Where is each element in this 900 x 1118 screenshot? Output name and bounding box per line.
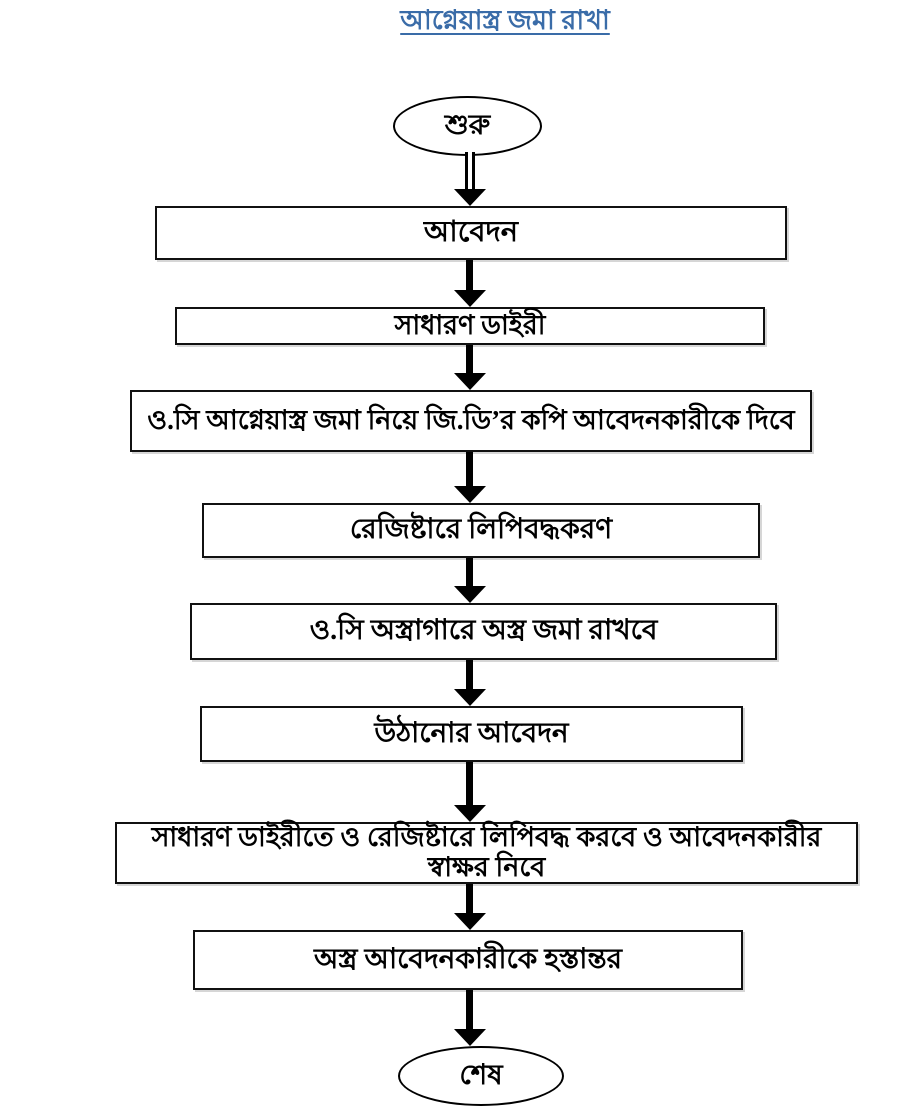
arrow-line <box>466 762 473 806</box>
end-label: শেষ <box>459 1059 503 1091</box>
step-box-register-entry: রেজিষ্টারে লিপিবদ্ধকরণ <box>202 503 760 558</box>
start-label: শুরু <box>444 109 491 141</box>
step-label: অস্ত্র আবেদনকারীকে হস্তান্তর <box>313 943 623 975</box>
step-box-diary-register-signature: সাধারণ ডাইরীতে ও রেজিষ্টারে লিপিবদ্ধ করব… <box>115 822 858 884</box>
arrow-down-head-icon <box>454 486 486 503</box>
step-box-withdrawal-application: উঠানোর আবেদন <box>200 706 743 762</box>
arrow-line <box>466 558 473 587</box>
step-box-application: আবেদন <box>155 206 787 260</box>
step-box-oc-gd-copy: ও.সি আগ্নেয়াস্ত্র জমা নিয়ে জি.ডি’র কপি… <box>130 390 812 452</box>
step-box-general-diary: সাধারণ ডাইরী <box>175 307 765 345</box>
arrow-down-head-icon <box>454 805 486 822</box>
arrow-down-head-icon <box>454 586 486 603</box>
arrow-line <box>466 990 473 1030</box>
step-label: উঠানোর আবেদন <box>374 717 569 749</box>
step-label: সাধারণ ডাইরীতে ও রেজিষ্টারে লিপিবদ্ধ করব… <box>151 822 822 882</box>
step-box-weapon-handover: অস্ত্র আবেদনকারীকে হস্তান্তর <box>193 930 743 990</box>
arrow-line <box>465 152 475 190</box>
arrow-down-head-icon <box>454 913 486 930</box>
arrow-line <box>466 660 473 690</box>
arrow-line <box>466 884 473 914</box>
arrow-down-head-icon <box>454 689 486 706</box>
step-label: ও.সি অস্ত্রাগারে অস্ত্র জমা রাখবে <box>309 615 658 647</box>
arrow-down-head-icon <box>454 1029 486 1046</box>
page-title: আগ্নেয়াস্ত্র জমা রাখা <box>400 5 610 35</box>
step-label: সাধারণ ডাইরী <box>394 310 546 341</box>
arrow-down-head-icon <box>454 290 486 307</box>
start-terminator: শুরু <box>393 96 542 156</box>
end-terminator: শেষ <box>398 1046 564 1106</box>
step-box-armory-deposit: ও.সি অস্ত্রাগারে অস্ত্র জমা রাখবে <box>190 603 777 660</box>
step-label: ও.সি আগ্নেয়াস্ত্র জমা নিয়ে জি.ডি’র কপি… <box>147 405 795 436</box>
arrow-line <box>466 452 473 487</box>
arrow-line <box>466 260 473 291</box>
step-label: রেজিষ্টারে লিপিবদ্ধকরণ <box>349 514 613 546</box>
arrow-down-head-icon <box>454 373 486 390</box>
step-label: আবেদন <box>423 216 519 249</box>
arrow-down-head-icon <box>454 189 486 206</box>
arrow-line <box>466 345 473 374</box>
